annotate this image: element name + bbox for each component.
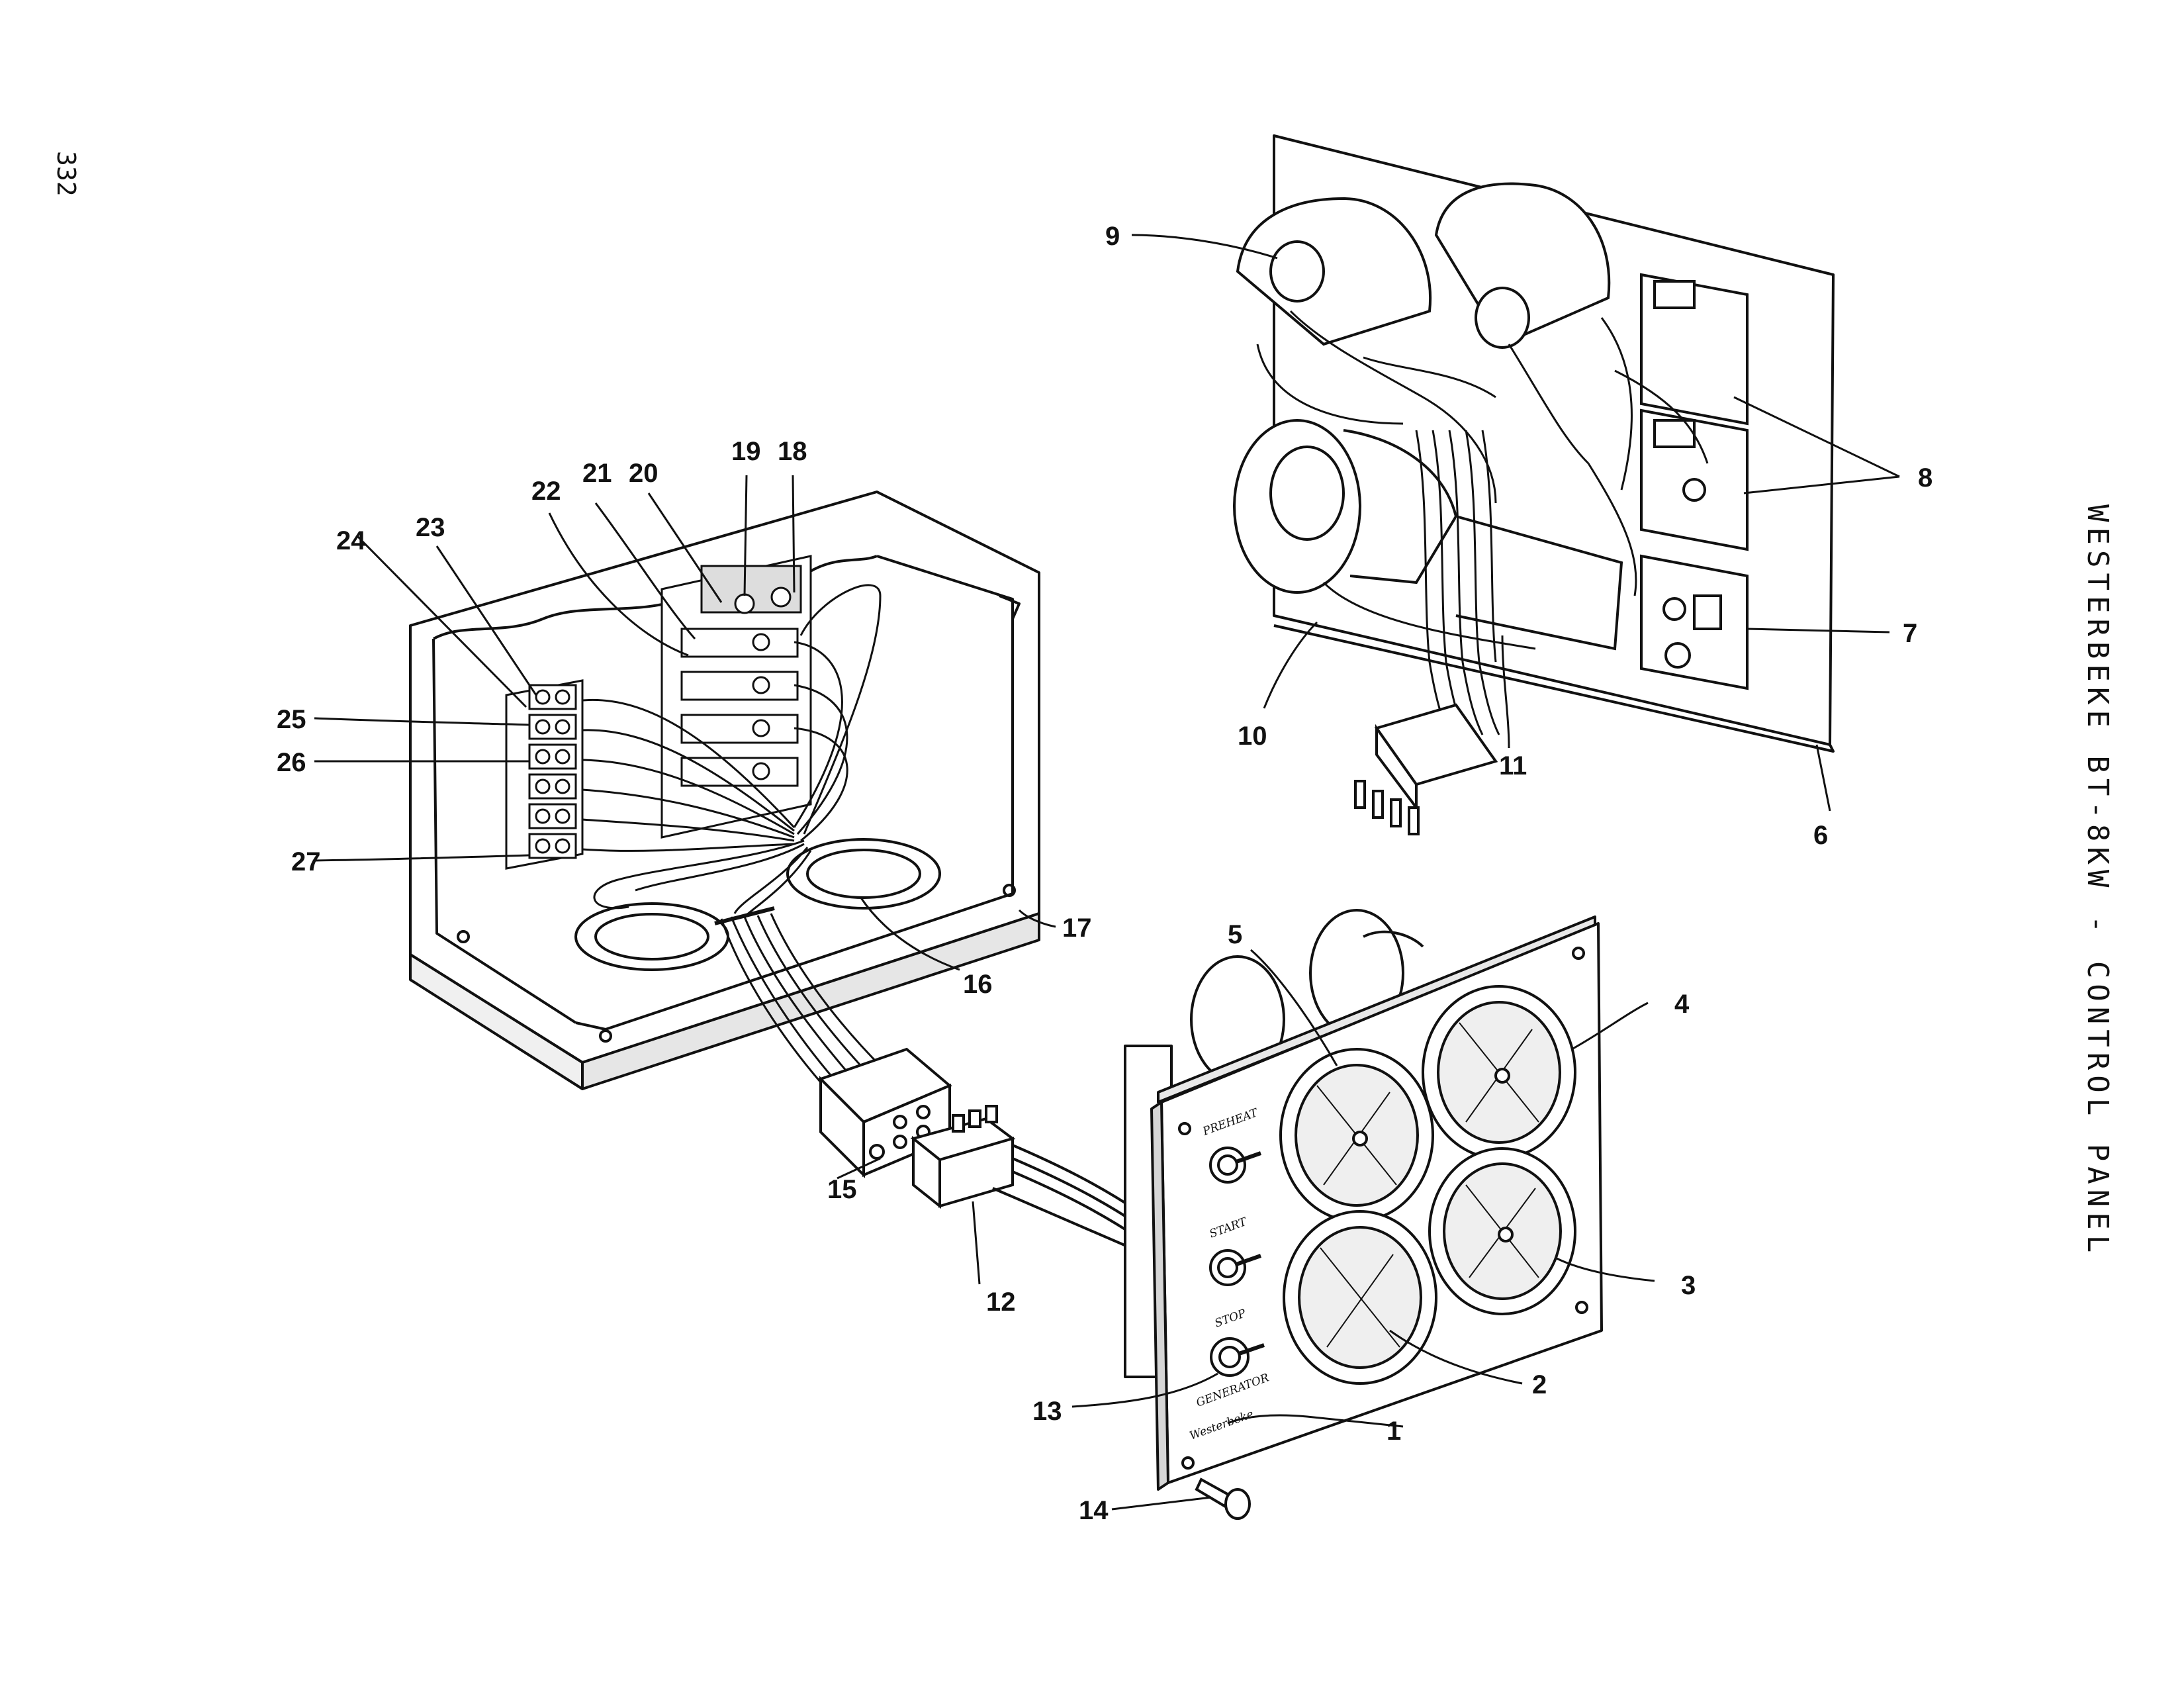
gauge-4-upper-right bbox=[1422, 985, 1576, 1160]
stop-switch bbox=[1210, 1337, 1265, 1377]
callout-15: 15 bbox=[827, 1175, 857, 1204]
callout-3: 3 bbox=[1681, 1271, 1696, 1300]
callout-4: 4 bbox=[1674, 990, 1690, 1019]
rear-connector bbox=[1354, 703, 1498, 835]
harness-cable bbox=[714, 906, 885, 1083]
callout-12: 12 bbox=[986, 1288, 1016, 1317]
callout-14: 14 bbox=[1079, 1496, 1109, 1525]
callout-22: 22 bbox=[531, 477, 561, 506]
leader-lines bbox=[314, 234, 1900, 1511]
callout-19: 19 bbox=[731, 437, 761, 466]
callout-18: 18 bbox=[778, 437, 807, 466]
callout-21: 21 bbox=[582, 459, 612, 488]
callout-13: 13 bbox=[1032, 1397, 1062, 1426]
panel-screw-14 bbox=[1195, 1477, 1251, 1520]
callout-24: 24 bbox=[336, 526, 366, 555]
gauge-2-lower-left bbox=[1283, 1210, 1437, 1385]
callout-2: 2 bbox=[1532, 1370, 1547, 1399]
callout-26: 26 bbox=[277, 748, 306, 777]
rear-switch-7 bbox=[1640, 554, 1749, 690]
callout-7: 7 bbox=[1903, 619, 1917, 648]
callout-6: 6 bbox=[1813, 821, 1828, 850]
terminal-block-right bbox=[660, 555, 812, 839]
callout-20: 20 bbox=[629, 459, 659, 488]
callout-labels: 1 2 3 4 5 6 7 8 9 10 11 12 13 14 15 16 1… bbox=[277, 222, 1933, 1525]
callout-27: 27 bbox=[291, 847, 321, 876]
callout-1: 1 bbox=[1387, 1417, 1401, 1446]
gauge-3-lower-right bbox=[1428, 1147, 1576, 1315]
start-switch bbox=[1209, 1249, 1261, 1286]
gauge-5-upper-left bbox=[1279, 1048, 1434, 1223]
callout-9: 9 bbox=[1105, 222, 1120, 251]
callout-17: 17 bbox=[1062, 914, 1092, 943]
junction-box-wiring bbox=[582, 584, 882, 918]
callout-25: 25 bbox=[277, 705, 306, 734]
terminal-strip-left bbox=[505, 679, 584, 870]
connector-plug-12 bbox=[910, 1105, 1140, 1252]
callout-11: 11 bbox=[1499, 751, 1527, 780]
callout-8: 8 bbox=[1918, 463, 1933, 492]
preheat-switch bbox=[1209, 1147, 1261, 1184]
rear-relays-8 bbox=[1640, 273, 1749, 551]
callout-5: 5 bbox=[1228, 920, 1242, 949]
callout-10: 10 bbox=[1238, 722, 1267, 751]
callout-16: 16 bbox=[963, 970, 993, 999]
callout-23: 23 bbox=[416, 513, 445, 542]
connector-plug-15 bbox=[818, 1047, 952, 1178]
rear-gauges bbox=[1233, 182, 1623, 651]
